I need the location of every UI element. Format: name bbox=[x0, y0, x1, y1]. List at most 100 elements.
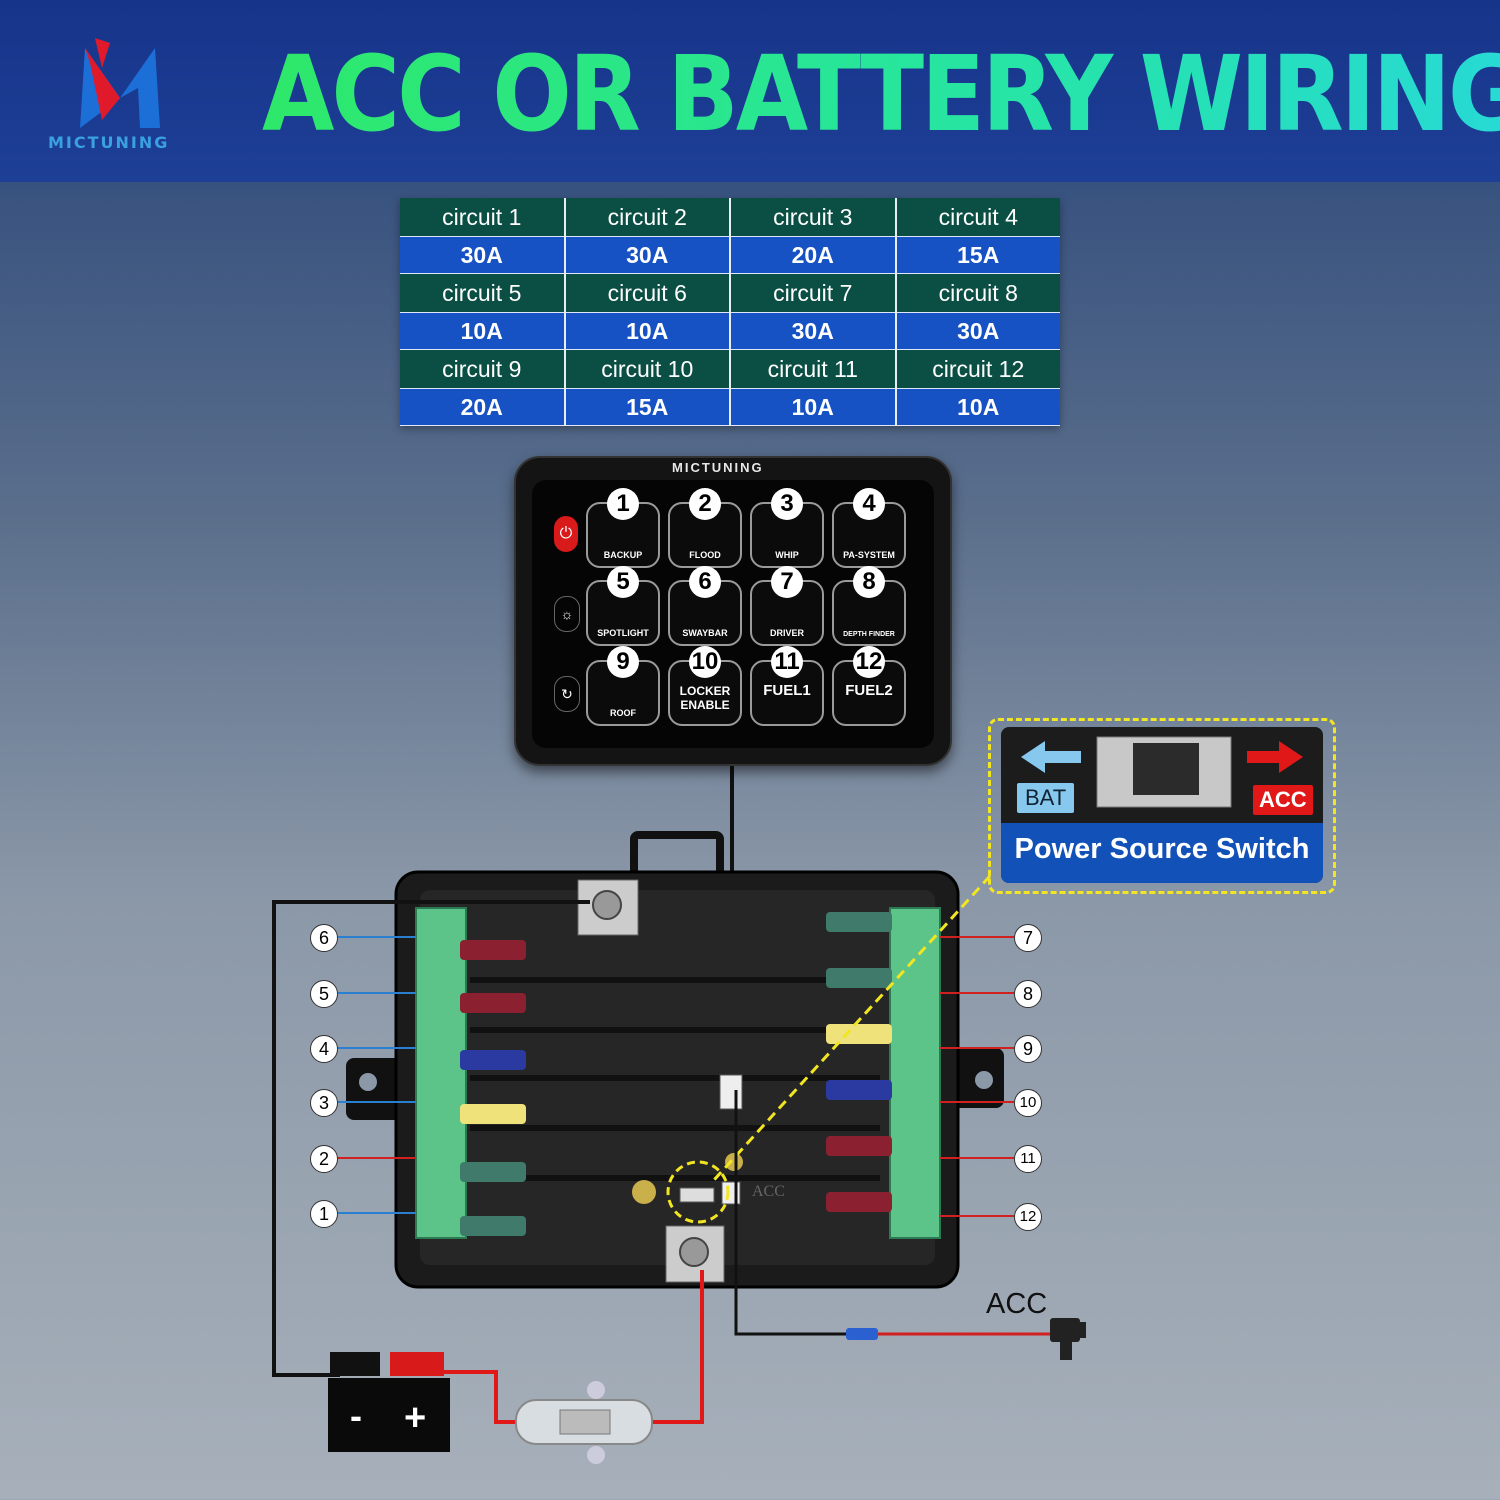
table-row: 20A 15A 10A 10A bbox=[400, 388, 1060, 426]
terminal-number: 12 bbox=[1014, 1203, 1042, 1231]
terminal-number: 10 bbox=[1014, 1089, 1042, 1117]
fuse-30a bbox=[460, 1162, 526, 1182]
circuit-name: circuit 10 bbox=[564, 349, 731, 389]
table-row: 10A 10A 30A 30A bbox=[400, 312, 1060, 350]
key-number: 10 bbox=[689, 646, 721, 678]
table-row: circuit 9 circuit 10 circuit 11 circuit … bbox=[400, 349, 1060, 389]
fuse-30a bbox=[826, 912, 892, 932]
ground-wire bbox=[272, 900, 590, 1377]
key-number: 7 bbox=[771, 566, 803, 598]
circuit-name: circuit 1 bbox=[400, 198, 566, 237]
power-source-callout: BAT ACC Power Source Switch bbox=[988, 718, 1336, 894]
header-banner bbox=[0, 0, 1500, 182]
key-number: 9 bbox=[607, 646, 639, 678]
circuit-amp: 20A bbox=[730, 236, 897, 274]
key-number: 8 bbox=[853, 566, 885, 598]
key-label: SWAYBAR bbox=[682, 628, 728, 638]
circuit-amp: 30A bbox=[895, 312, 1060, 350]
arrow-right-icon bbox=[1247, 741, 1303, 773]
key-label: WHIP bbox=[775, 550, 799, 560]
fuse-20a bbox=[460, 1104, 526, 1124]
key-number: 4 bbox=[853, 488, 885, 520]
circuit-name: circuit 4 bbox=[895, 198, 1060, 237]
battery-minus-label: - bbox=[350, 1395, 362, 1436]
arrow-left-icon bbox=[1021, 741, 1081, 773]
circuit-name: circuit 6 bbox=[564, 273, 731, 313]
battery-icon: - + bbox=[328, 1352, 450, 1452]
table-row: circuit 5 circuit 6 circuit 7 circuit 8 bbox=[400, 273, 1060, 313]
key-label: FUEL1 bbox=[763, 682, 811, 699]
circuit-name: circuit 11 bbox=[730, 349, 897, 389]
terminal-number: 7 bbox=[1014, 924, 1042, 952]
power-source-switch-label: Power Source Switch bbox=[1014, 833, 1310, 865]
brand-logo-icon bbox=[80, 38, 160, 128]
key-number: 3 bbox=[771, 488, 803, 520]
page-title: ACC OR BATTERY WIRING bbox=[262, 34, 1500, 154]
key-label: LOCKER ENABLE bbox=[679, 684, 731, 712]
fuse-15a bbox=[826, 1080, 892, 1100]
terminal-number: 4 bbox=[310, 1035, 338, 1063]
terminal-number: 6 bbox=[310, 924, 338, 952]
bat-label: BAT bbox=[1017, 783, 1075, 813]
key-number: 6 bbox=[689, 566, 721, 598]
box-acc-label: ACC bbox=[752, 1183, 785, 1200]
fuse-30a bbox=[826, 968, 892, 988]
circuit-amp: 15A bbox=[895, 236, 1060, 274]
circuit-name: circuit 7 bbox=[730, 273, 897, 313]
table-row: 30A 30A 20A 15A bbox=[400, 236, 1060, 274]
fuse-10a bbox=[460, 993, 526, 1013]
circuit-name: circuit 12 bbox=[895, 349, 1060, 389]
circuit-amp: 10A bbox=[730, 388, 897, 426]
terminal-number: 11 bbox=[1014, 1145, 1042, 1173]
brightness-icon[interactable]: ☼ bbox=[554, 596, 580, 632]
circuit-amp: 30A bbox=[400, 236, 566, 274]
acc-label: ACC bbox=[1253, 785, 1313, 815]
circuit-name: circuit 5 bbox=[400, 273, 566, 313]
circuit-name: circuit 2 bbox=[564, 198, 731, 237]
key-number: 1 bbox=[607, 488, 639, 520]
circuit-amp: 30A bbox=[564, 236, 731, 274]
circuit-name: circuit 3 bbox=[730, 198, 897, 237]
key-number: 12 bbox=[853, 646, 885, 678]
brand-logo-text: MICTUNING bbox=[48, 133, 170, 152]
fuse-15a bbox=[460, 1050, 526, 1070]
terminal-number: 2 bbox=[310, 1145, 338, 1173]
key-label: PA-SYSTEM bbox=[843, 550, 895, 560]
circuit-amp: 10A bbox=[895, 388, 1060, 426]
key-label: FUEL2 bbox=[845, 682, 893, 699]
power-source-switch[interactable] bbox=[679, 1187, 715, 1203]
callout-leader bbox=[712, 874, 992, 1182]
key-label: BACKUP bbox=[603, 550, 643, 560]
cycle-icon[interactable]: ↻ bbox=[554, 676, 580, 712]
switch-illustration bbox=[1021, 736, 1303, 808]
fuse-box: ACC bbox=[346, 831, 1004, 1289]
circuit-name: circuit 8 bbox=[895, 273, 1060, 313]
key-number: 11 bbox=[771, 646, 803, 678]
terminal-number: 5 bbox=[310, 980, 338, 1008]
fuse-10a bbox=[460, 940, 526, 960]
slide-switch-knob bbox=[1133, 743, 1199, 795]
fuse-tap-icon bbox=[1050, 1318, 1086, 1360]
fuse-10a bbox=[826, 1192, 892, 1212]
terminal-number: 8 bbox=[1014, 980, 1042, 1008]
circuit-amp: 10A bbox=[400, 312, 566, 350]
circuit-amp: 10A bbox=[564, 312, 731, 350]
key-label: FLOOD bbox=[689, 550, 721, 560]
key-label: SPOTLIGHT bbox=[597, 628, 649, 638]
terminal-number: 1 bbox=[310, 1200, 338, 1228]
fuse-30a bbox=[460, 1216, 526, 1236]
power-icon[interactable]: ⏻ bbox=[554, 516, 578, 552]
terminal-number: 9 bbox=[1014, 1035, 1042, 1063]
